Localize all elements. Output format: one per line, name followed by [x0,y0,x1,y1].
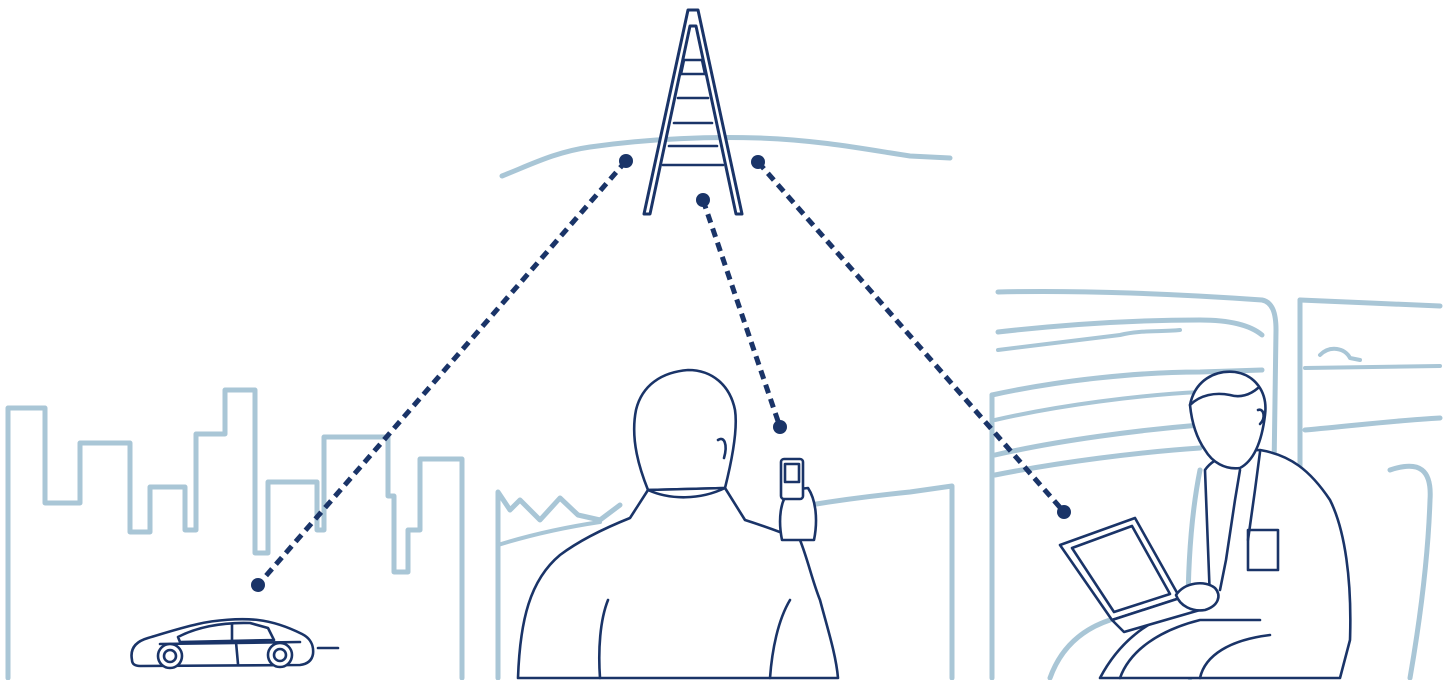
laptop-icon [1060,518,1200,632]
link-endpoint-phone [773,420,787,434]
link-endpoint-tower-left [619,154,633,168]
link-endpoint-tower-center [696,193,710,207]
cell-tower-icon [644,10,742,214]
link-tower-to-car [258,161,626,585]
car-icon [132,619,338,668]
link-endpoint-car [251,578,265,592]
man-with-phone [518,370,838,678]
link-endpoint-laptop [1057,505,1071,519]
man-with-laptop [1060,372,1350,678]
link-tower-to-laptop [758,162,1064,512]
link-endpoint-tower-right [751,155,765,169]
mobile-phone-icon [781,459,803,499]
